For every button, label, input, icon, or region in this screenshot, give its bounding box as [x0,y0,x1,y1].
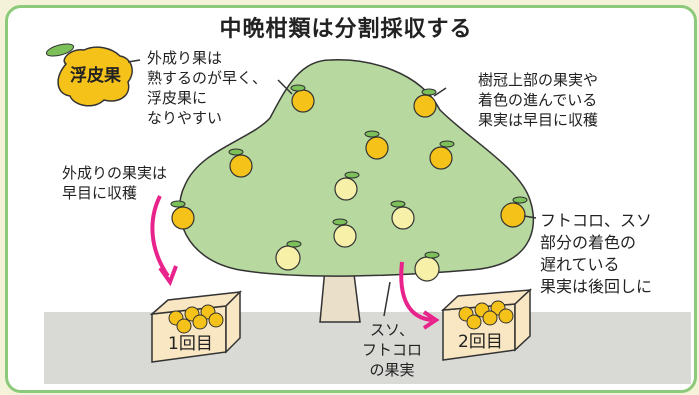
pointer-ukikawa [127,59,141,63]
note-inner-fruit: フトコロ、スソ 部分の着色の 遅れている 果実は後回しに [540,211,653,296]
arrow-to-crate-1-head [158,265,178,287]
note-outer-fruit: 外成り果は 熟するのが早く、 浮皮果に なりやすい [147,49,268,127]
pointer-top [433,87,447,97]
page-title: 中晩柑類は分割採収する [219,17,473,42]
crate-2-fruits [458,300,514,330]
ukikawa-leaf [45,43,75,57]
arrow-to-crate-2 [399,261,433,322]
ripe-fruit [365,136,389,160]
ukikawa-label: 浮皮果 [70,66,121,86]
unripe-fruit [275,245,301,271]
ripe-fruit [229,154,253,178]
crate-1-label: 1回目 [168,334,213,354]
ripe-fruit [429,146,453,170]
pointer-inner [523,215,537,219]
crate-1-fruits [168,304,224,334]
note-suso-fruit: スソ、 フトコロ の果実 [362,321,423,379]
ripe-fruit [291,89,315,113]
tree-canopy [178,59,535,277]
ripe-fruit [500,202,526,228]
pointer-outer [277,79,293,95]
arrow-to-crate-1 [150,195,170,278]
ukikawa-fruit [57,46,133,107]
fruit-leaves [170,84,528,259]
unripe-fruit [414,256,440,282]
pointer-suso [383,281,391,317]
unripe-fruit [391,206,415,230]
ripe-fruit [171,206,195,230]
arrow-to-crate-2-head [422,310,440,330]
unripe-fruits [275,177,440,282]
note-outer-harvest: 外成りの果実は 早目に収穫 [62,164,168,202]
crate-2-label: 2回目 [458,332,503,352]
ripe-fruit [413,94,437,118]
note-top-fruit: 樹冠上部の果実や 着色の進んでいる 果実は早目に収穫 [478,71,599,129]
unripe-fruit [334,177,358,201]
ripe-fruits [171,89,526,230]
unripe-fruit [333,224,357,248]
